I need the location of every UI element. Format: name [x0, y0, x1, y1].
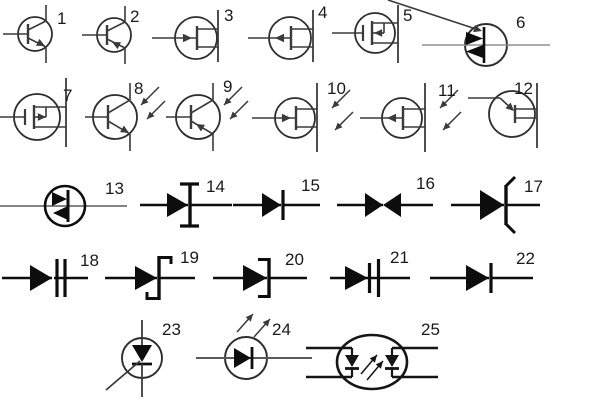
symbol-diode-2: 22	[430, 249, 535, 293]
symbol-number-label: 19	[180, 248, 199, 267]
symbol-npn-phototransistor: 8	[85, 79, 166, 151]
symbol-number-label: 15	[301, 176, 320, 195]
symbol-number-label: 8	[134, 79, 143, 98]
symbol-number-label: 12	[514, 79, 533, 98]
symbol-number-label: 21	[390, 248, 409, 267]
symbol-number-label: 10	[327, 79, 346, 98]
symbol-number-label: 9	[223, 77, 232, 96]
symbol-tunnel-diode: 20	[213, 250, 307, 298]
symbol-p-channel-photo-fet: 11	[360, 81, 462, 152]
symbol-number-label: 14	[206, 177, 225, 196]
symbol-number-label: 17	[524, 177, 543, 196]
symbol-n-channel-photo-fet: 10	[252, 79, 354, 152]
symbol-number-label: 24	[272, 320, 291, 339]
symbol-p-channel-mosfet: 5	[332, 5, 412, 63]
symbol-npn-transistor: 1	[3, 5, 66, 63]
symbol-varicap-diode-2: 21	[330, 248, 410, 297]
symbol-tunnel-diode-capped-cathode: 14	[140, 177, 232, 228]
symbol-number-label: 20	[285, 250, 304, 269]
symbol-number-label: 22	[516, 249, 535, 268]
symbol-n-channel-mosfet: 7	[0, 78, 72, 147]
symbol-scr-thyristor: 23	[105, 320, 181, 397]
symbol-zener-diode: 17	[451, 175, 543, 235]
symbol-number-label: 18	[80, 251, 99, 270]
symbol-diac: 13	[0, 179, 127, 228]
symbol-optocoupler: 25	[306, 320, 440, 391]
symbol-triac: 6	[387, 0, 550, 67]
symbol-number-label: 11	[438, 81, 456, 100]
symbol-schottky-diode: 19	[105, 248, 199, 300]
symbol-varicap-diode: 18	[2, 251, 99, 297]
symbol-number-label: 2	[130, 7, 139, 26]
symbol-diac-trigger-diode: 16	[337, 174, 435, 217]
symbol-number-label: 25	[421, 320, 440, 339]
symbol-number-label: 7	[63, 86, 72, 105]
symbol-number-label: 5	[403, 6, 412, 25]
symbol-pnp-transistor: 2	[82, 6, 139, 64]
symbol-number-label: 13	[105, 179, 124, 198]
symbol-p-channel-jfet: 4	[248, 3, 327, 62]
symbol-number-label: 4	[318, 3, 327, 22]
symbol-led: 24	[196, 313, 312, 380]
symbol-number-label: 3	[224, 6, 233, 25]
symbol-diode: 15	[233, 176, 320, 220]
symbol-unijunction-transistor: 12	[468, 79, 538, 148]
symbol-number-label: 1	[57, 9, 66, 28]
symbol-pnp-phototransistor: 9	[166, 77, 249, 151]
symbol-n-channel-jfet: 3	[152, 6, 233, 62]
symbol-number-label: 23	[162, 320, 181, 339]
symbol-number-label: 16	[416, 174, 435, 193]
symbol-number-label: 6	[516, 13, 525, 32]
